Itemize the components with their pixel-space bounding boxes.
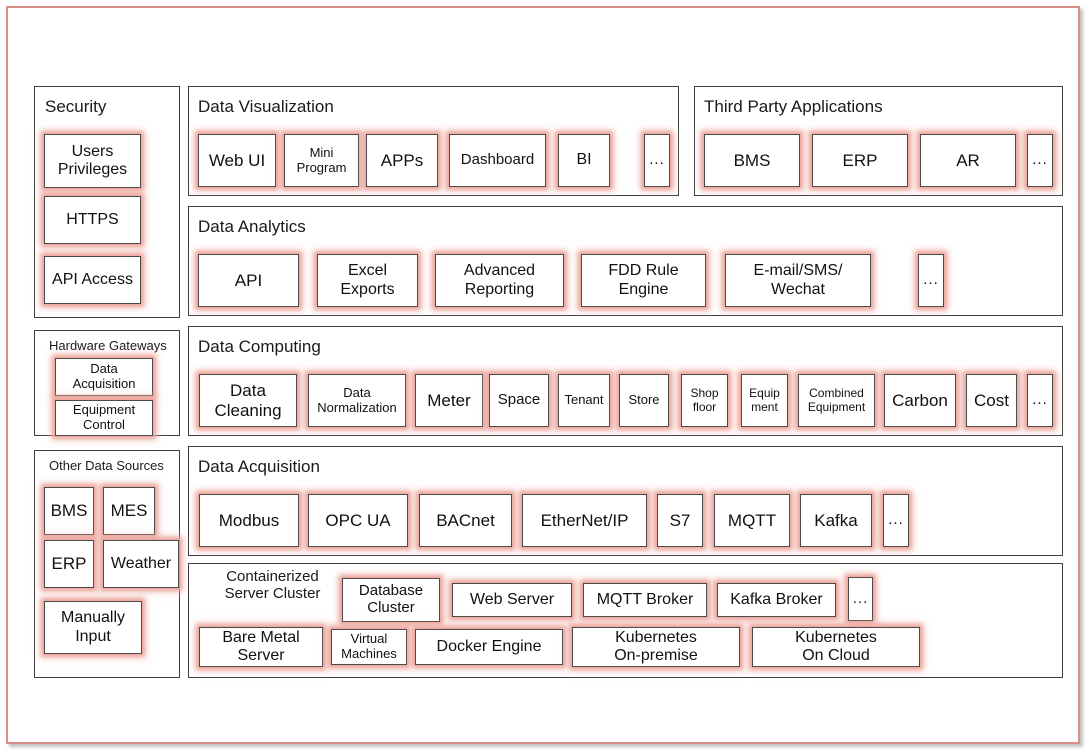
- node-data-normalization[interactable]: Data Normalization: [308, 374, 406, 427]
- node-third-party-ar[interactable]: AR: [920, 134, 1016, 187]
- node-api-access[interactable]: API Access: [44, 256, 141, 304]
- panel-title-security: Security: [45, 97, 107, 116]
- panel-title-data-analytics: Data Analytics: [198, 217, 306, 236]
- node-source-erp[interactable]: ERP: [44, 540, 94, 588]
- node-advanced-reporting[interactable]: Advanced Reporting: [435, 254, 564, 307]
- node-store[interactable]: Store: [619, 374, 669, 427]
- node-data-visualization-more[interactable]: ...: [644, 134, 670, 187]
- node-source-mes[interactable]: MES: [103, 487, 155, 535]
- node-kubernetes-on-premise[interactable]: Kubernetes On-premise: [572, 627, 740, 667]
- node-bacnet[interactable]: BACnet: [419, 494, 512, 547]
- panel-title-containerized-server-cluster: Containerized Server Cluster: [224, 568, 321, 602]
- node-carbon[interactable]: Carbon: [884, 374, 956, 427]
- node-dashboard[interactable]: Dashboard: [449, 134, 546, 187]
- node-https[interactable]: HTTPS: [44, 196, 141, 244]
- node-kubernetes-on-cloud[interactable]: Kubernetes On Cloud: [752, 627, 920, 667]
- node-data-acquisition-more[interactable]: ...: [883, 494, 909, 547]
- node-mini-program[interactable]: Mini Program: [284, 134, 359, 187]
- node-kafka-broker[interactable]: Kafka Broker: [717, 583, 836, 617]
- node-fdd-rule-engine[interactable]: FDD Rule Engine: [581, 254, 706, 307]
- node-data-cleaning[interactable]: Data Cleaning: [199, 374, 297, 427]
- node-bi[interactable]: BI: [558, 134, 610, 187]
- node-tenant[interactable]: Tenant: [558, 374, 610, 427]
- node-meter[interactable]: Meter: [415, 374, 483, 427]
- node-third-party-erp[interactable]: ERP: [812, 134, 908, 187]
- panel-title-data-visualization: Data Visualization: [198, 97, 334, 116]
- node-containerized-more[interactable]: ...: [848, 577, 873, 621]
- node-gateway-equipment-control[interactable]: Equipment Control: [55, 400, 153, 436]
- panel-title-data-acquisition: Data Acquisition: [198, 457, 320, 476]
- node-source-bms[interactable]: BMS: [44, 487, 94, 535]
- panel-title-other-data-sources: Other Data Sources: [49, 458, 164, 473]
- node-mqtt-broker[interactable]: MQTT Broker: [583, 583, 707, 617]
- node-third-party-more[interactable]: ...: [1027, 134, 1053, 187]
- node-source-weather[interactable]: Weather: [103, 540, 179, 588]
- node-mqtt[interactable]: MQTT: [714, 494, 790, 547]
- node-apps[interactable]: APPs: [366, 134, 438, 187]
- node-analytics-api[interactable]: API: [198, 254, 299, 307]
- panel-title-data-computing: Data Computing: [198, 337, 321, 356]
- node-ethernet-ip[interactable]: EtherNet/IP: [522, 494, 647, 547]
- node-gateway-data-acquisition[interactable]: Data Acquisition: [55, 358, 153, 396]
- node-web-ui[interactable]: Web UI: [198, 134, 276, 187]
- node-cost[interactable]: Cost: [966, 374, 1017, 427]
- panel-title-third-party-applications: Third Party Applications: [704, 97, 883, 116]
- node-docker-engine[interactable]: Docker Engine: [415, 629, 563, 665]
- node-web-server[interactable]: Web Server: [452, 583, 572, 617]
- node-users-privileges[interactable]: Users Privileges: [44, 134, 141, 188]
- node-s7[interactable]: S7: [657, 494, 703, 547]
- node-data-analytics-more[interactable]: ...: [918, 254, 944, 307]
- node-email-sms-wechat[interactable]: E-mail/SMS/ Wechat: [725, 254, 871, 307]
- node-third-party-bms[interactable]: BMS: [704, 134, 800, 187]
- node-opc-ua[interactable]: OPC UA: [308, 494, 408, 547]
- node-modbus[interactable]: Modbus: [199, 494, 299, 547]
- node-virtual-machines[interactable]: Virtual Machines: [331, 629, 407, 665]
- node-kafka[interactable]: Kafka: [800, 494, 872, 547]
- node-space[interactable]: Space: [489, 374, 549, 427]
- node-bare-metal-server[interactable]: Bare Metal Server: [199, 627, 323, 667]
- panel-title-hardware-gateways: Hardware Gateways: [49, 338, 167, 353]
- node-shop-floor[interactable]: Shop floor: [681, 374, 728, 427]
- node-combined-equipment[interactable]: Combined Equipment: [798, 374, 875, 427]
- node-database-cluster[interactable]: Database Cluster: [342, 578, 440, 622]
- node-manually-input[interactable]: Manually Input: [44, 601, 142, 654]
- node-equipment[interactable]: Equip ment: [741, 374, 788, 427]
- node-data-computing-more[interactable]: ...: [1027, 374, 1053, 427]
- node-excel-exports[interactable]: Excel Exports: [317, 254, 418, 307]
